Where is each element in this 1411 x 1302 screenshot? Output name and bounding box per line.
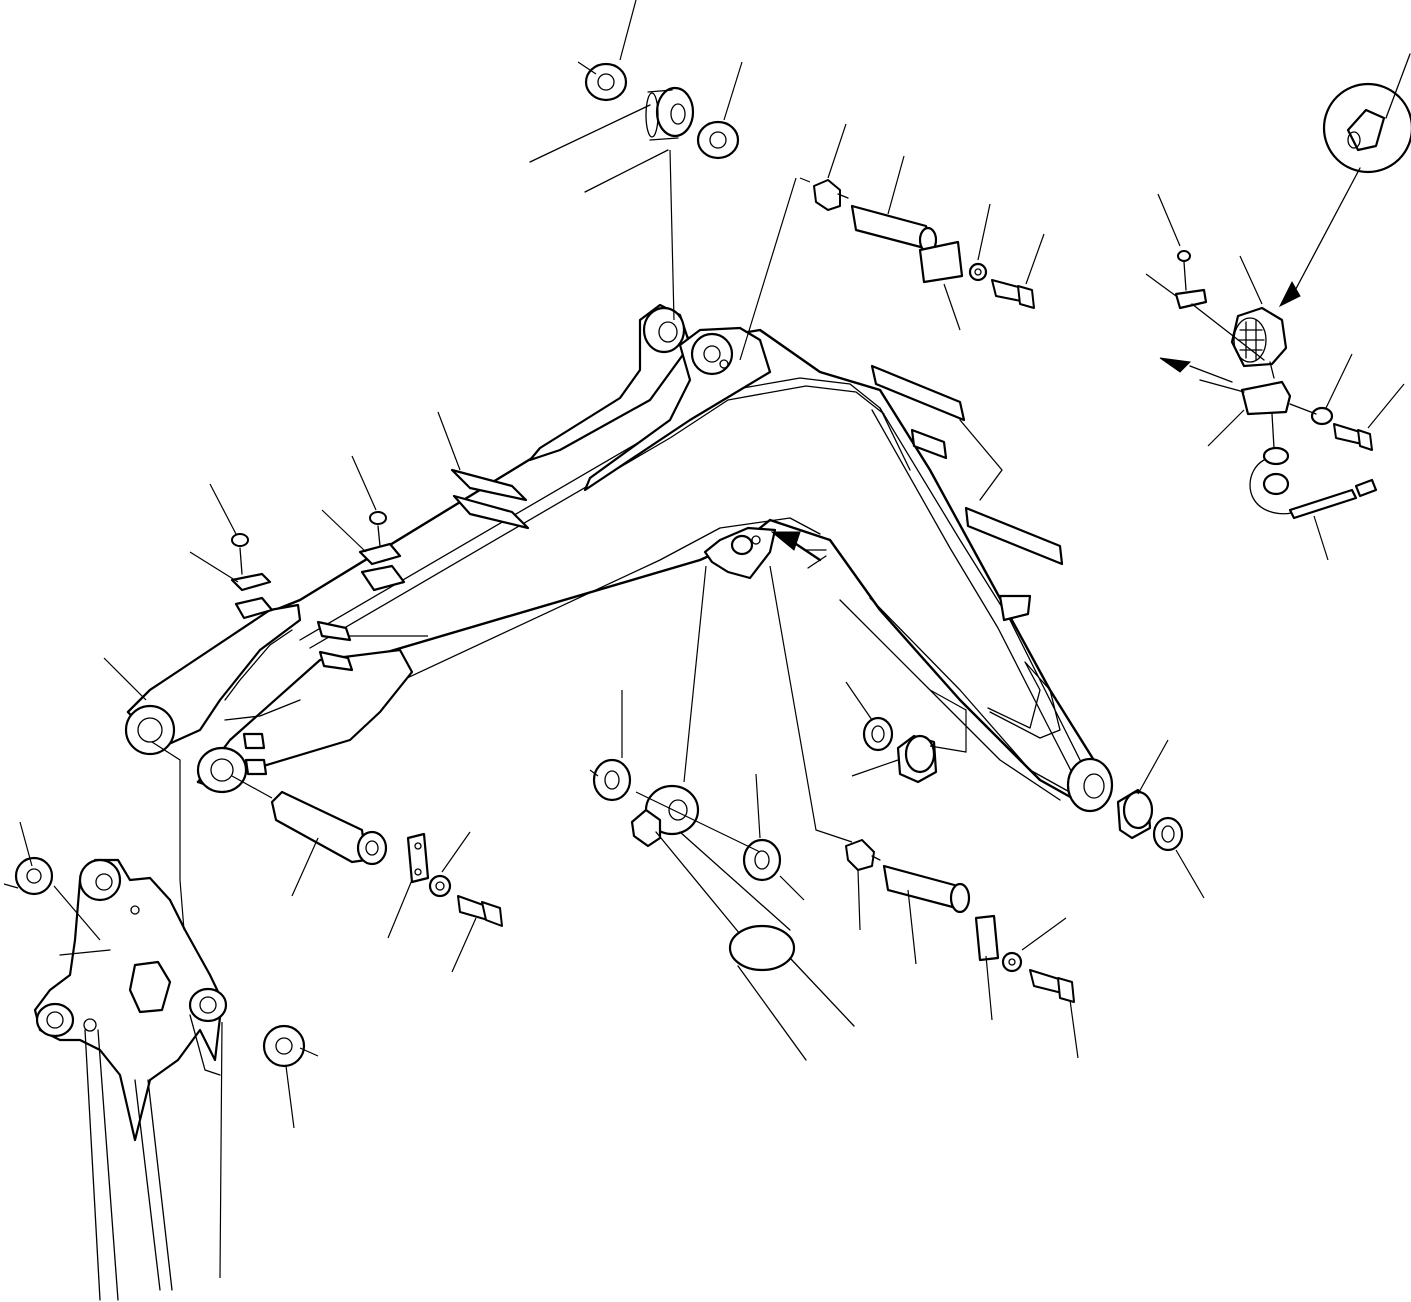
leader-lines [3, 0, 1405, 1279]
boom-body [126, 303, 1110, 810]
lower-cylinder [630, 784, 855, 1061]
work-lamp-assembly [1159, 53, 1411, 520]
head-pin-assembly [813, 179, 1035, 309]
arm-section [33, 858, 228, 1301]
boom-pivot-holes [124, 306, 1114, 813]
upper-cylinder [529, 86, 695, 193]
foot-pin-assembly [270, 790, 503, 927]
hose-clamps [230, 468, 530, 776]
hose-combs [870, 364, 1064, 622]
direction-arrows [770, 531, 827, 569]
arm-cylinder-pin-assembly [845, 839, 1075, 1003]
bushings-washers [14, 62, 1184, 1068]
